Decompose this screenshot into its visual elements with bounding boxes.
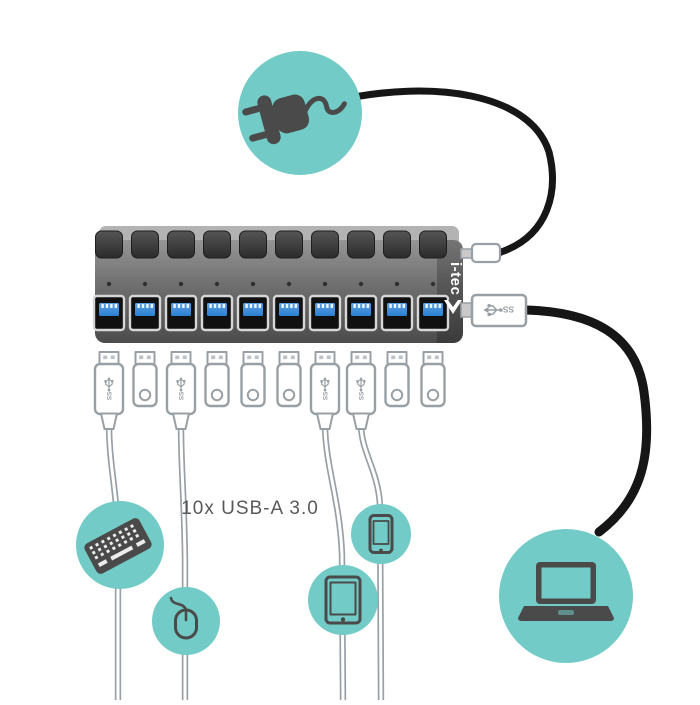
usb-plug-cable: [345, 351, 377, 430]
power-button: [167, 230, 195, 259]
led-indicator: [142, 281, 148, 287]
usb-plug-dongle: [420, 351, 446, 408]
laptop-icon: [518, 562, 614, 621]
peripheral-cable: [321, 420, 347, 704]
power-plug-icon: [242, 94, 347, 145]
usb-a-port: [416, 294, 450, 332]
power-plug-badge: [238, 51, 362, 175]
host-cable-line: [521, 305, 652, 537]
led-indicator: [106, 281, 112, 287]
host-cable: [521, 305, 652, 537]
usb-a-port: [92, 294, 126, 332]
dc-power-connector: [460, 242, 502, 264]
smartphone-badge: [351, 504, 411, 564]
usb-a-port: [128, 294, 162, 332]
smartphone-icon: [368, 514, 394, 554]
usb-a-port: [164, 294, 198, 332]
usb-a-port: [236, 294, 270, 332]
usb-a-port: [380, 294, 414, 332]
usb-hub: i-tec: [92, 226, 464, 343]
led-indicator: [394, 281, 400, 287]
usb-plug-cable: [93, 351, 125, 430]
led-indicator: [178, 281, 184, 287]
power-button: [239, 230, 267, 259]
usb-plug-dongle: [132, 351, 158, 408]
dc-plug-body: [470, 242, 502, 264]
hub-buttons: [95, 230, 447, 259]
usb-plugs: [93, 351, 446, 430]
power-button: [131, 230, 159, 259]
power-button: [311, 230, 339, 259]
hub-logo: i-tec: [444, 262, 464, 314]
power-cable-line: [336, 87, 556, 257]
usb-a-port: [344, 294, 378, 332]
tablet-icon: [324, 575, 362, 625]
power-cable: [336, 87, 556, 257]
led-indicator: [430, 281, 436, 287]
mouse-badge: [152, 587, 220, 655]
tablet-badge: [308, 565, 378, 635]
brand-text: i-tec: [447, 262, 464, 295]
smartphone-circle: [351, 504, 411, 564]
led-indicator: [214, 281, 220, 287]
hub-leds: [106, 281, 436, 287]
usb-plug-dongle: [276, 351, 302, 408]
power-button: [95, 230, 123, 259]
keyboard-badge: [76, 501, 164, 589]
led-indicator: [250, 281, 256, 287]
usb-a-port: [200, 294, 234, 332]
hub-ports: [92, 294, 450, 332]
usb-plug-cable: [165, 351, 197, 430]
power-button: [419, 230, 447, 259]
keyboard-keys: [89, 524, 140, 560]
led-indicator: [286, 281, 292, 287]
power-button: [347, 230, 375, 259]
usb-plug-dongle: [204, 351, 230, 408]
keyboard-icon: [84, 518, 152, 574]
usb-plug-dongle: [240, 351, 266, 408]
power-button: [275, 230, 303, 259]
power-button: [203, 230, 231, 259]
usb-b-connector: [460, 293, 528, 328]
laptop-badge: [499, 529, 633, 663]
mouse-icon: [169, 596, 198, 640]
power-button: [383, 230, 411, 259]
led-indicator: [358, 281, 364, 287]
led-indicator: [322, 281, 328, 287]
usb-plug-cable: [309, 351, 341, 430]
caption-10x-usb-a: 10x USB-A 3.0: [181, 498, 319, 519]
usb-a-port: [272, 294, 306, 332]
usb-a-port: [308, 294, 342, 332]
usb-plug-dongle: [384, 351, 410, 408]
